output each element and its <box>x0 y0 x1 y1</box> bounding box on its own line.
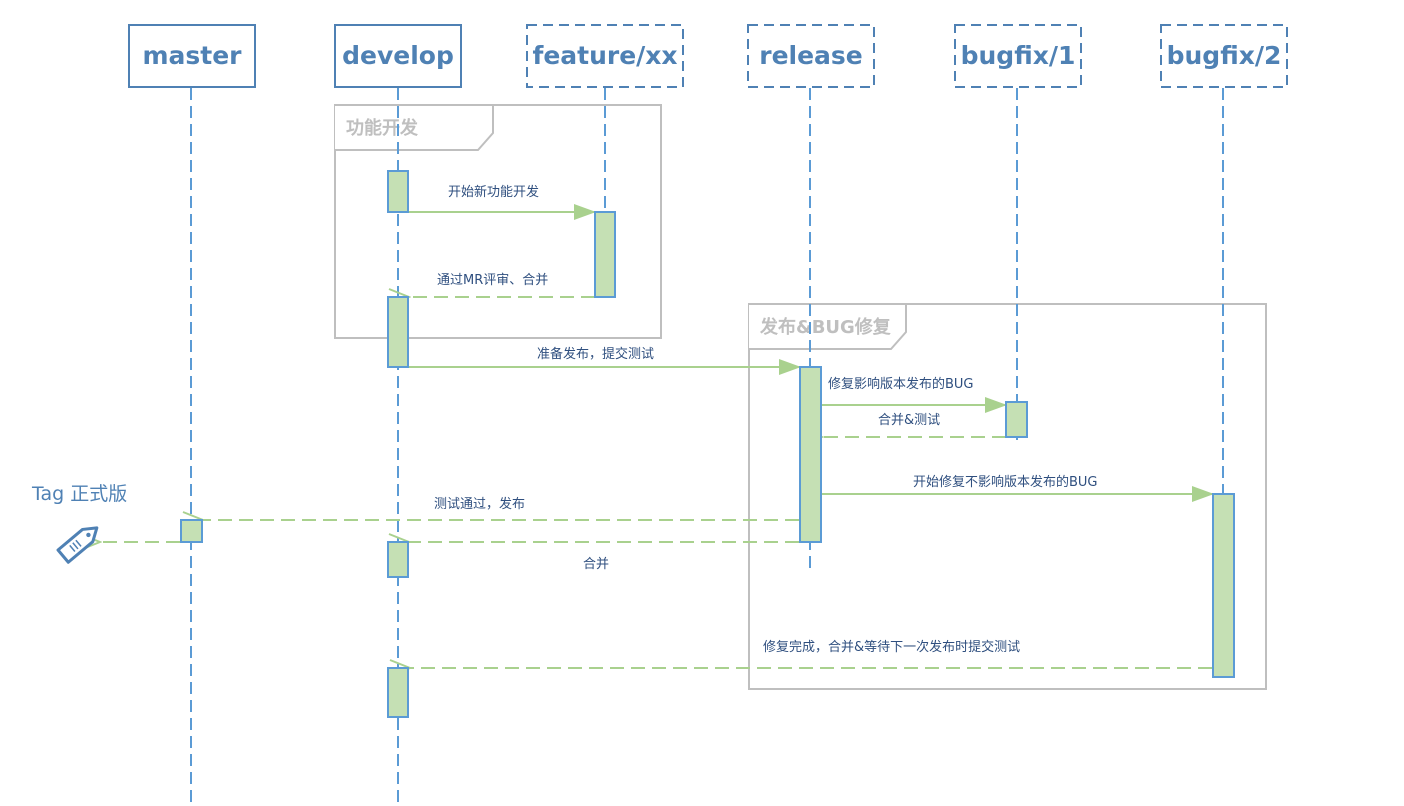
participant-release: release <box>747 24 875 88</box>
participant-label: bugfix/1 <box>961 41 1076 70</box>
activation-bugfix2 <box>1212 493 1235 678</box>
participant-label: develop <box>342 41 454 70</box>
frame-label: 发布&BUG修复 <box>759 316 892 338</box>
activation-master <box>180 519 203 543</box>
activation-release <box>799 366 822 543</box>
messages <box>100 204 1214 668</box>
message-label: 通过MR评审、合并 <box>437 273 548 288</box>
activation-develop <box>387 541 409 578</box>
message-label: 测试通过，发布 <box>434 496 525 512</box>
participant-bugfix1: bugfix/1 <box>954 24 1082 88</box>
participant-label: bugfix/2 <box>1167 41 1282 70</box>
message-label: 开始新功能开发 <box>448 184 539 200</box>
message-label: 修复影响版本发布的BUG <box>828 376 974 392</box>
activations <box>180 170 1235 718</box>
activation-develop <box>387 296 409 368</box>
participant-bugfix2: bugfix/2 <box>1160 24 1288 88</box>
message-label: 合并 <box>583 557 609 572</box>
message-label: 修复完成，合并&等待下一次发布时提交测试 <box>763 639 1020 655</box>
message-label: 准备发布，提交测试 <box>537 346 654 362</box>
lifelines <box>190 88 1224 806</box>
activation-feature <box>594 211 616 298</box>
frame-feature-dev: 功能开发 <box>334 104 662 339</box>
message-label: 开始修复不影响版本发布的BUG <box>913 474 1098 490</box>
frame-release-bugfix: 发布&BUG修复 <box>748 303 1267 690</box>
activation-bugfix1 <box>1005 401 1028 438</box>
message-labels: 开始新功能开发 通过MR评审、合并 准备发布，提交测试 修复影响版本发布的BUG… <box>434 184 1098 655</box>
participant-master: master <box>128 24 256 88</box>
tag-label: Tag 正式版 <box>31 483 127 505</box>
tag-icon <box>56 526 99 564</box>
tag-release: Tag 正式版 <box>31 483 127 564</box>
frame-label: 功能开发 <box>346 117 419 139</box>
activation-develop <box>387 667 409 718</box>
participant-feature: feature/xx <box>526 24 684 88</box>
participant-label: feature/xx <box>532 41 677 70</box>
participant-label: master <box>142 41 242 70</box>
activation-develop <box>387 170 409 213</box>
participant-label: release <box>759 41 863 70</box>
participant-develop: develop <box>334 24 462 88</box>
message-label: 合并&测试 <box>878 413 940 428</box>
